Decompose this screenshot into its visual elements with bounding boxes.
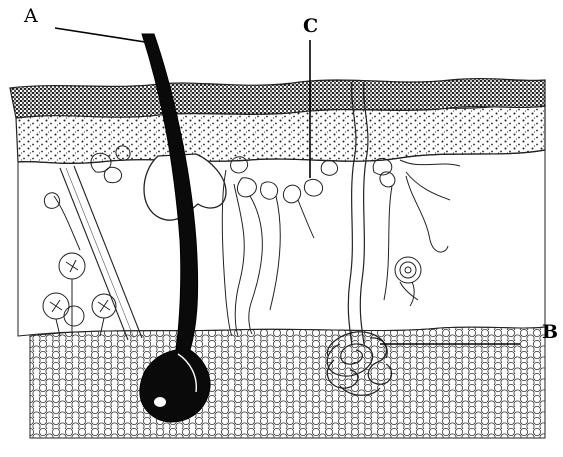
epidermis-layer [10,79,545,164]
label-a: A [24,7,38,26]
dermis-layer [18,150,545,336]
label-leaders [55,28,520,344]
capillary-network [222,157,337,336]
label-b: B [542,323,558,342]
label-c: C [303,17,318,36]
dermal-vessels-right [373,158,460,306]
leader-a [55,28,145,42]
hair-papilla [154,397,166,407]
